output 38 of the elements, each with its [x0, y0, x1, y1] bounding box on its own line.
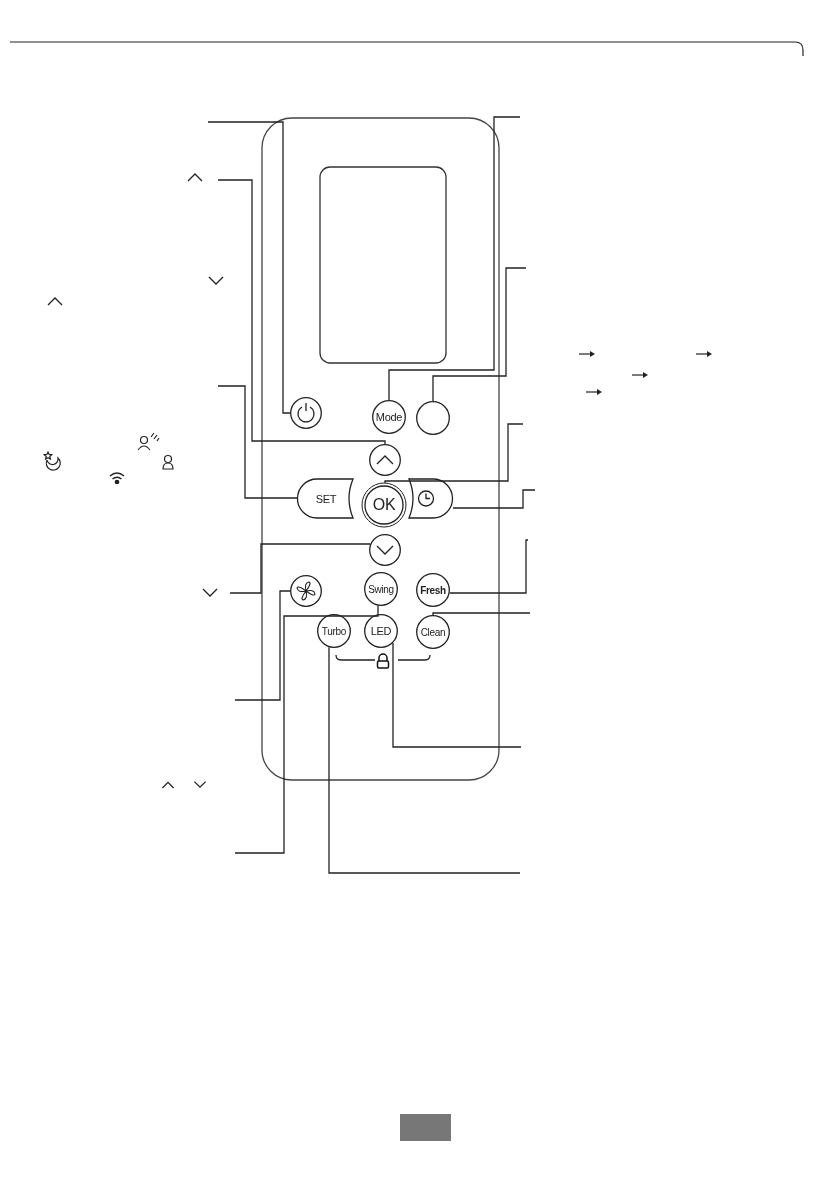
remote-button — [416, 573, 450, 607]
button-label: LED — [370, 625, 392, 637]
leader-line — [432, 612, 531, 616]
leader-line — [432, 267, 527, 402]
leader-line — [217, 385, 298, 499]
remote-button — [369, 444, 401, 476]
remote-button — [364, 614, 398, 648]
leader-line — [229, 543, 371, 594]
remote-button — [317, 614, 351, 648]
remote-button — [290, 397, 322, 429]
leader-line — [392, 642, 522, 748]
button-label: Clean — [420, 626, 446, 638]
remote-button — [416, 615, 450, 649]
leader-line — [388, 116, 521, 401]
remote-button — [290, 575, 322, 607]
button-label: OK — [372, 496, 396, 514]
leader-line — [452, 489, 536, 509]
remote-button — [297, 479, 355, 518]
remote-button — [369, 534, 401, 566]
leader-line — [234, 605, 379, 854]
remote-button — [364, 572, 398, 606]
leader-line — [207, 121, 291, 414]
leader-line — [234, 590, 291, 701]
button-label: Swing — [368, 583, 394, 595]
remote-button — [407, 479, 453, 518]
display-screen — [320, 167, 446, 363]
button-label: SET — [315, 492, 337, 505]
leader-line — [384, 423, 524, 484]
remote-button — [362, 483, 406, 527]
remote-button — [372, 400, 406, 434]
button-label: Turbo — [321, 625, 347, 637]
leader-line — [449, 539, 529, 594]
leader-line — [217, 179, 386, 445]
leader-line — [328, 646, 521, 874]
remote-body — [262, 118, 499, 780]
button-label: Mode — [375, 411, 403, 423]
button-label: Fresh — [420, 584, 446, 596]
remote-button — [416, 401, 450, 435]
